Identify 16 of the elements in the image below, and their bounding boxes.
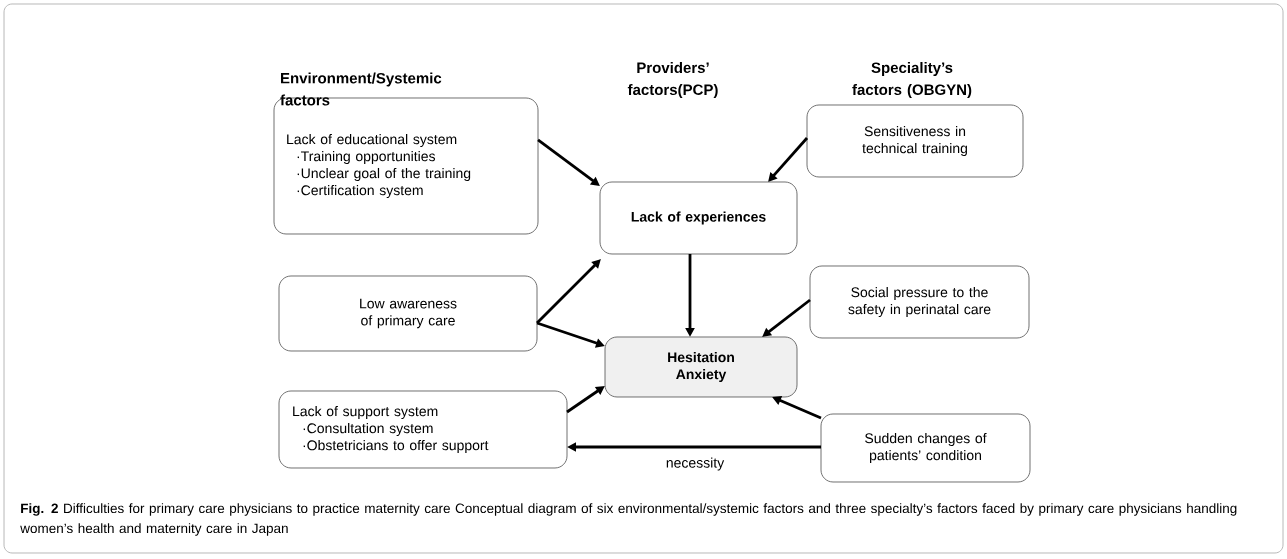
arrow	[537, 138, 600, 186]
arrow	[762, 298, 811, 337]
factor-box: Low awareness of primary care	[278, 275, 538, 352]
edge-label: necessity	[664, 456, 726, 472]
factor-box: Lack of support system ·Consultation system ·Obstetricians to offer support	[278, 390, 568, 469]
column-heading: Environment/Systemic factors	[280, 72, 442, 106]
arrow	[536, 259, 601, 324]
caption: Fig. 2 Difficulties for primary care physicians to practice maternity care Conceptual diagram of six environmental/systemic factors and three specialty’s factors faced by primary care physicians handling women’s health and maternity care in Japan	[20, 503, 1237, 536]
factor-box: Sudden changes of patients’ condition	[820, 413, 1031, 483]
factor-box: Social pressure to the safety in perinatal care	[809, 265, 1030, 339]
factor-box: Lack of experiences	[599, 181, 798, 255]
arrow	[768, 137, 809, 182]
arrow	[566, 386, 605, 414]
factor-box: Hesitation Anxiety	[604, 336, 798, 398]
factor-box: Sensitiveness in technical training	[806, 104, 1024, 178]
column-heading: Providers’ factors(PCP)	[627, 62, 718, 98]
